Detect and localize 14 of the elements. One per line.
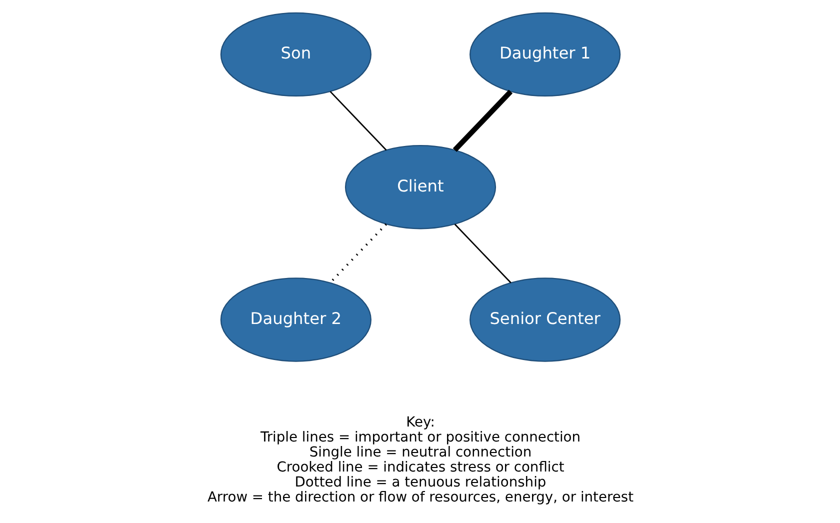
node-ellipse: Senior Center	[469, 278, 620, 362]
connector	[454, 224, 511, 284]
label: Crooked line = indicates stress or conflict	[276, 460, 564, 476]
label: Dotted line = a tenuous relationship	[294, 474, 546, 491]
label: Arrow = the direction or flow of resources, energy, or interest	[206, 490, 634, 506]
node-ellipse: Client	[344, 145, 496, 230]
connector	[329, 91, 386, 151]
connector	[452, 90, 512, 152]
label: Triple lines = important or positive connection	[260, 430, 580, 446]
node-ellipse: Son	[220, 12, 371, 97]
node-ellipse: Daughter 1	[469, 12, 620, 97]
label: Key:	[406, 414, 434, 431]
label: Single line = neutral connection	[308, 444, 532, 461]
node-ellipse: Daughter 2	[220, 278, 371, 362]
